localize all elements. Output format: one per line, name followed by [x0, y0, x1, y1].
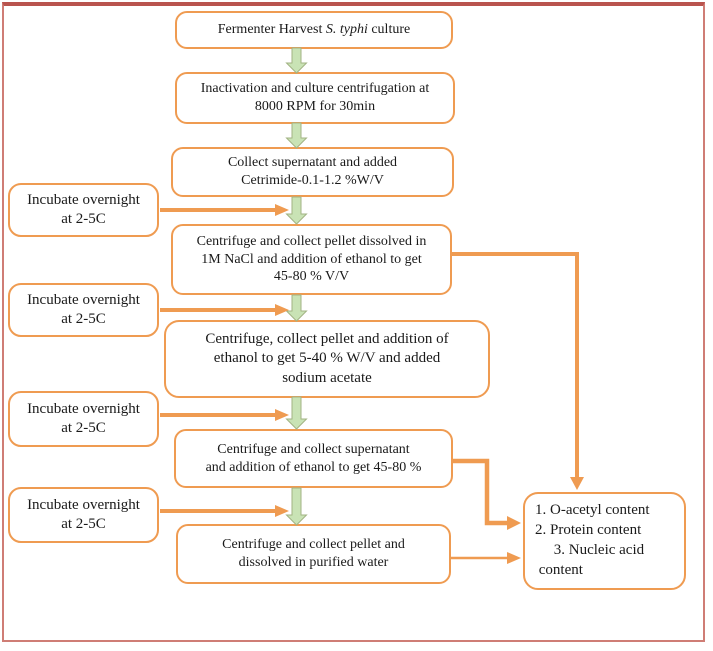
down-arrow-icon [285, 294, 308, 322]
box-incubate-note-4: Incubate overnight at 2-5C [8, 487, 159, 543]
box-incubate-note-1: Incubate overnight at 2-5C [8, 183, 159, 237]
incubate-arrow-icon-2 [160, 304, 289, 316]
down-arrow-icon [285, 122, 308, 149]
down-arrow-icon [285, 396, 308, 430]
down-arrow-icon [285, 47, 308, 74]
box-centrifuge-nacl-ethanol: Centrifuge and collect pellet dissolved … [171, 224, 452, 295]
box-incubate-note-3: Incubate overnight at 2-5C [8, 391, 159, 447]
box-quality-results: 1. O-acetyl content 2. Protein content 3… [523, 492, 686, 590]
down-arrow-icon [285, 196, 308, 225]
incubate-arrow-icon-3 [160, 409, 289, 421]
step1-text: Fermenter Harvest S. typhi culture [217, 22, 411, 38]
box-collect-supernatant-cetrimide: Collect supernatant and added Cetrimide-… [171, 147, 454, 197]
box-centrifuge-purified-water: Centrifuge and collect pellet and dissol… [176, 524, 451, 584]
incubate-arrow-icon-1 [160, 204, 289, 216]
box-centrifuge-ethanol-sodium-acetate: Centrifuge, collect pellet and addition … [164, 320, 490, 398]
connector-step7-to-results [450, 552, 521, 564]
box-fermenter-harvest: Fermenter Harvest S. typhi culture [175, 11, 453, 49]
box-centrifuge-supernatant-ethanol: Centrifuge and collect supernatant and a… [174, 429, 453, 488]
incubate-arrow-icon-4 [160, 505, 289, 517]
box-incubate-note-2: Incubate overnight at 2-5C [8, 283, 159, 337]
step1-italic-species: S. typhi [325, 22, 368, 38]
connector-step6-to-results [452, 458, 521, 530]
box-inactivation-centrifugation: Inactivation and culture centrifugation … [175, 72, 455, 124]
down-arrow-icon [285, 487, 308, 526]
